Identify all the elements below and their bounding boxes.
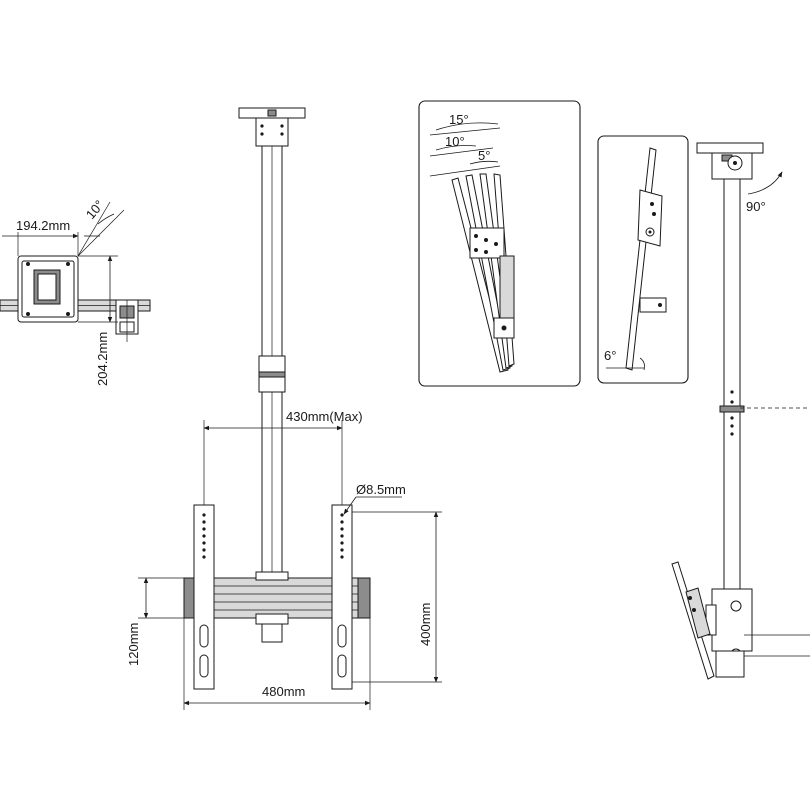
top-width-dim: 194.2mm xyxy=(16,218,70,233)
tilt-angle-5: 5° xyxy=(478,148,490,163)
tilt-angle-15: 15° xyxy=(449,112,469,127)
swivel-angle: 90° xyxy=(746,199,766,214)
top-depth-dim: 204.2mm xyxy=(95,332,110,386)
side-tilt-panel: 6° xyxy=(597,135,689,384)
pole-extension-dim: 430mm(Max) xyxy=(286,409,363,424)
min-height-dim: 120mm xyxy=(126,623,141,666)
tilt-detail-panel: 15° 10° 5° xyxy=(418,100,581,387)
max-height-dim: 400mm xyxy=(418,603,433,646)
tilt-angle-10: 10° xyxy=(445,134,465,149)
hole-diameter-label: Ø8.5mm xyxy=(356,482,406,497)
top-rotation-angle: 10° xyxy=(83,197,107,222)
front-view: 430mm(Max) Ø8.5mm 120mm 400mm 480mm xyxy=(126,107,442,710)
side-view: 90° xyxy=(671,142,810,680)
width-dim: 480mm xyxy=(262,684,305,699)
top-view: 194.2mm 204.2mm 10° xyxy=(0,197,151,386)
side-tilt-angle: 6° xyxy=(604,348,616,363)
side-pole xyxy=(723,178,741,590)
